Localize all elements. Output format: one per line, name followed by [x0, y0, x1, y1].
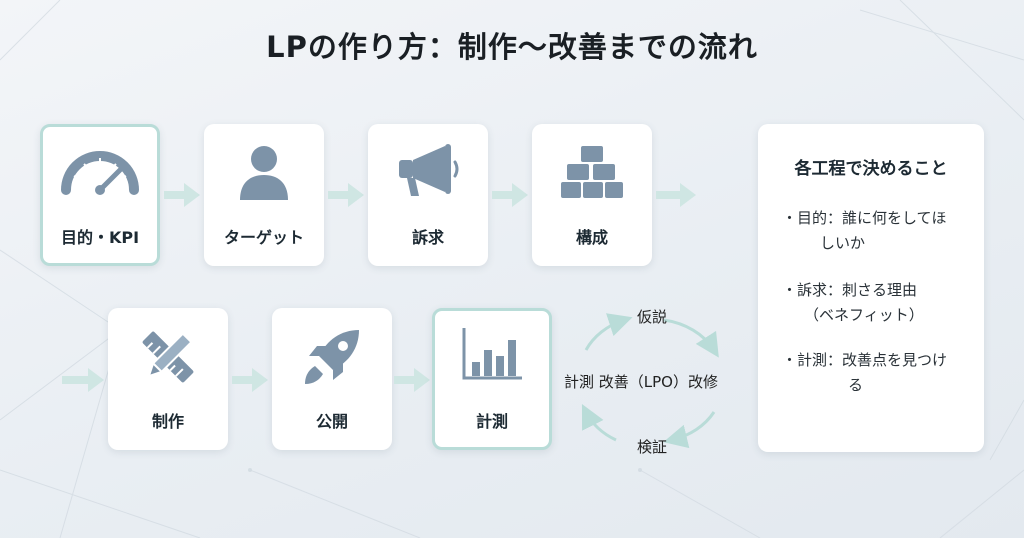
megaphone-icon [399, 144, 459, 196]
panel-item-line: ・訴求：刺さる理由 [782, 281, 918, 299]
step-card-target: ターゲット [204, 124, 324, 266]
flow-arrow [394, 368, 430, 392]
step-label: 訴求 [411, 228, 444, 247]
panel-title: 各工程で決めること [794, 159, 948, 179]
flow-arrow-out [656, 183, 696, 207]
cycle-label-center: 計測 改善（LPO）改修 [564, 373, 718, 391]
panel-item: ・計測：改善点を見つけ る [782, 348, 968, 398]
speedometer-icon [61, 151, 139, 195]
user-icon [240, 146, 288, 200]
flow-arrow [492, 183, 528, 207]
panel-item-line: （ベネフィット） [804, 306, 924, 324]
cycle-label-verification: 検証 [637, 438, 668, 456]
page-title: LPの作り方：制作〜改善までの流れ [266, 30, 758, 64]
step-card-publish: 公開 [272, 308, 392, 450]
step-label: 構成 [575, 228, 608, 247]
step-label: 目的・KPI [60, 228, 140, 247]
step-label: ターゲット [223, 228, 304, 247]
step-label: 計測 [475, 412, 508, 431]
flow-arrow [328, 183, 364, 207]
panel-item-line: ・計測：改善点を見つけ [782, 351, 948, 369]
pencil-ruler-icon [142, 331, 194, 383]
step-card-production: 制作 [108, 308, 228, 450]
step-card-purpose-kpi: 目的・KPI [40, 124, 160, 266]
step-label: 制作 [151, 412, 184, 431]
flow-arrow-in [62, 368, 104, 392]
improvement-cycle: 仮説 計測 改善（LPO）改修 検証 [560, 306, 744, 456]
blocks-icon [561, 146, 623, 198]
step-card-structure: 構成 [532, 124, 652, 266]
cycle-arrows [581, 313, 719, 449]
panel-item: ・目的：誰に何をしてほ しいか [782, 206, 968, 256]
cycle-label-hypothesis: 仮説 [637, 308, 668, 326]
panel-item-line: る [848, 376, 864, 394]
step-card-measure: 計測 [432, 308, 552, 450]
panel-item: ・訴求：刺さる理由 （ベネフィット） [782, 278, 968, 328]
flow-arrow [232, 368, 268, 392]
bar-chart-icon [462, 328, 522, 380]
step-label: 公開 [315, 412, 348, 431]
panel-item-line: しいか [820, 234, 866, 252]
rocket-icon [305, 330, 359, 384]
step-card-appeal: 訴求 [368, 124, 488, 266]
panel-item-line: ・目的：誰に何をしてほ [782, 209, 947, 227]
flow-arrow [164, 183, 200, 207]
decisions-panel: 各工程で決めること ・目的：誰に何をしてほ しいか ・訴求：刺さる理由 （ベネフ… [758, 124, 984, 452]
